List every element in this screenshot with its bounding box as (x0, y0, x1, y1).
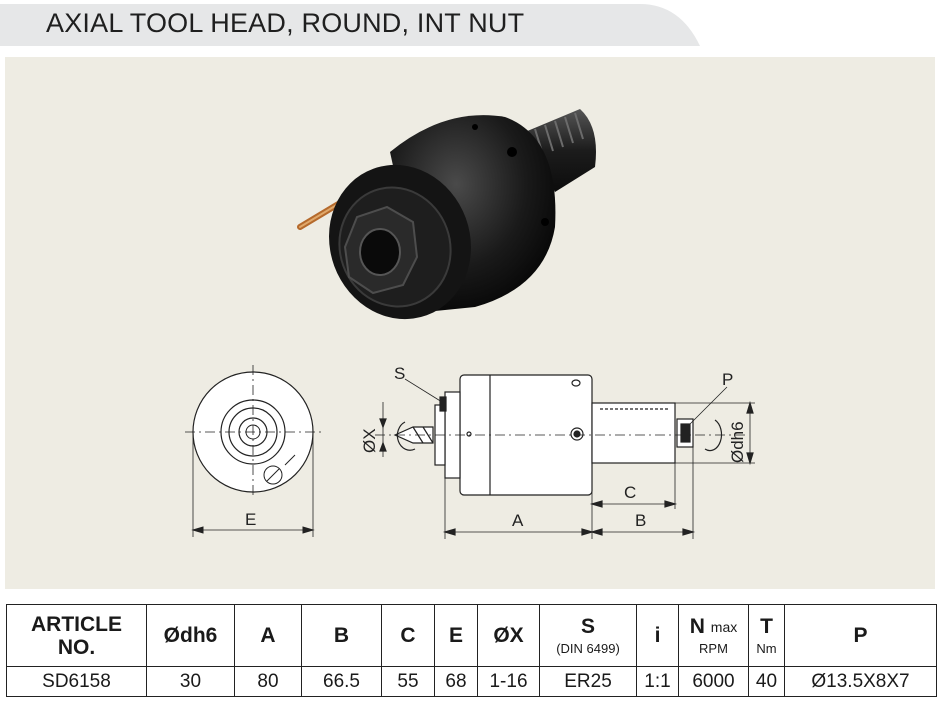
title-banner-shape (0, 4, 700, 46)
cell-e: 68 (434, 666, 478, 697)
header-article-line2: NO. (57, 635, 96, 659)
cell-p: Ø13.5X8X7 (784, 666, 937, 697)
figure-panel: E (5, 57, 935, 589)
cell-b: 66.5 (301, 666, 382, 697)
header-t: T Nm (748, 604, 785, 667)
table-header-row: ARTICLE NO. Ødh6 A B C E ØX S (DIN 6499)… (6, 604, 937, 667)
header-n-main: N (689, 614, 705, 638)
header-a: A (234, 604, 302, 667)
label-e-front: E (245, 510, 256, 529)
label-c: C (624, 483, 636, 502)
cell-i: 1:1 (636, 666, 679, 697)
header-t-main: T (760, 615, 773, 638)
header-e: E (434, 604, 478, 667)
label-a: A (512, 511, 524, 530)
header-i: i (636, 604, 679, 667)
header-n: N max RPM (678, 604, 749, 667)
title-banner: AXIAL TOOL HEAD, ROUND, INT NUT (0, 0, 941, 48)
product-figure: E (185, 109, 755, 539)
header-n-sub: RPM (699, 641, 728, 657)
cell-n: 6000 (678, 666, 749, 697)
header-p: P (784, 604, 937, 667)
label-s: S (394, 364, 405, 383)
cell-a: 80 (234, 666, 302, 697)
label-p: P (722, 370, 733, 389)
cell-article: SD6158 (6, 666, 147, 697)
header-b: B (301, 604, 382, 667)
spec-table: ARTICLE NO. Ødh6 A B C E ØX S (DIN 6499)… (6, 604, 937, 697)
side-view-drawing (375, 374, 755, 539)
table-row: SD6158 30 80 66.5 55 68 1-16 ER25 1:1 60… (6, 666, 937, 697)
cell-t: 40 (748, 666, 785, 697)
header-ox: ØX (477, 604, 540, 667)
cell-ox: 1-16 (477, 666, 540, 697)
header-s-main: S (580, 615, 595, 638)
header-article-line1: ARTICLE (31, 612, 122, 636)
header-c: C (381, 604, 435, 667)
header-s: S (DIN 6499) (539, 604, 637, 667)
header-n-sup: max (710, 618, 738, 635)
header-article: ARTICLE NO. (6, 604, 147, 667)
front-view-drawing (185, 365, 323, 537)
header-t-sub: Nm (756, 641, 777, 656)
header-odh6: Ødh6 (146, 604, 235, 667)
header-s-sub: (DIN 6499) (556, 641, 620, 656)
label-b: B (635, 511, 646, 530)
label-odh6: Ødh6 (728, 421, 747, 463)
cell-s: ER25 (539, 666, 637, 697)
cell-c: 55 (381, 666, 435, 697)
product-photo (297, 109, 596, 320)
page-title: AXIAL TOOL HEAD, ROUND, INT NUT (46, 8, 525, 38)
cell-odh6: 30 (146, 666, 235, 697)
label-ox: ØX (360, 428, 379, 453)
